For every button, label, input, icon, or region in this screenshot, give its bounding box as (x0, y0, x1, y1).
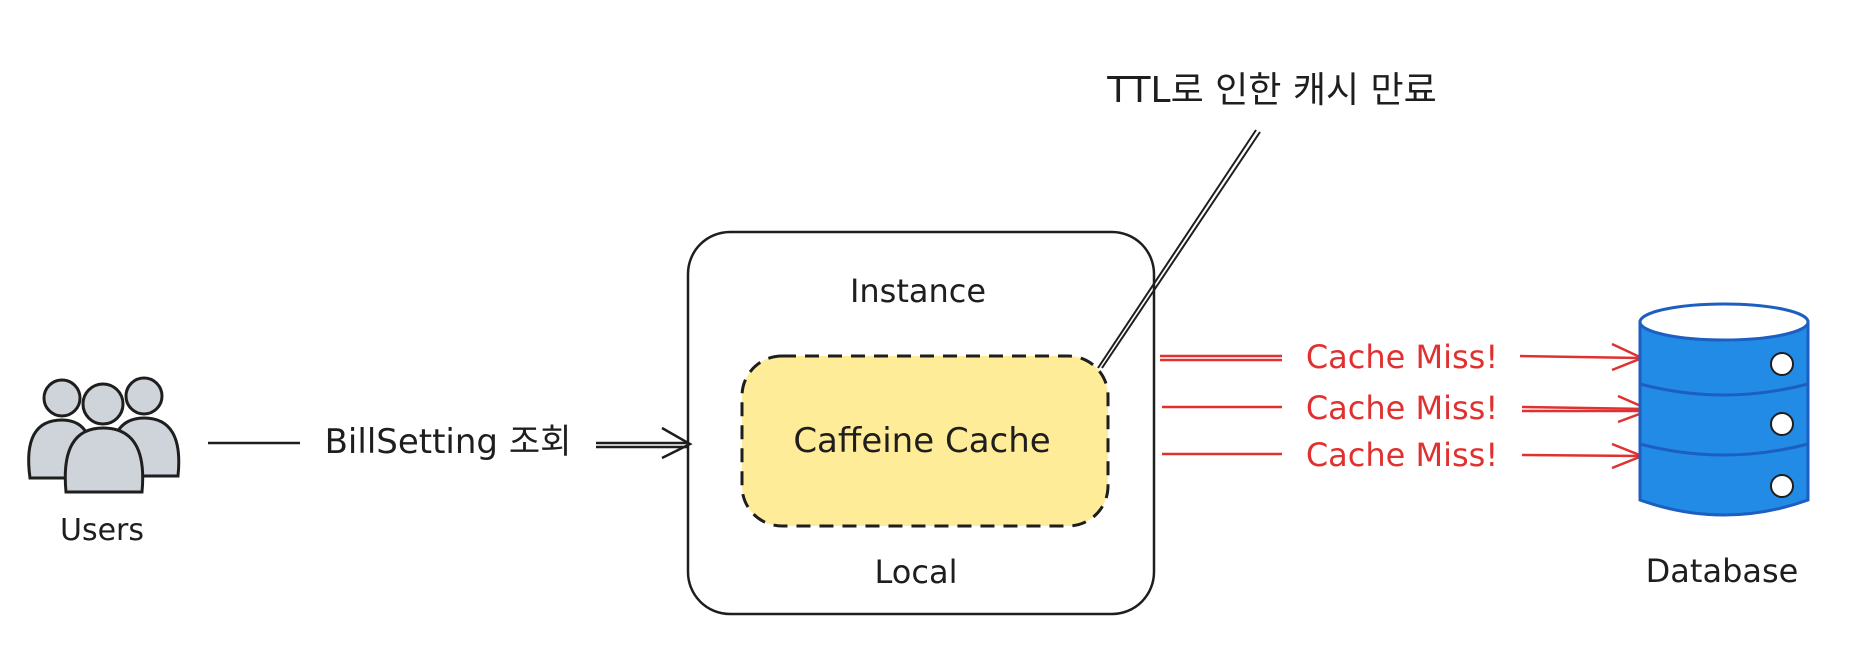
cache-miss-arrows (1160, 342, 1654, 470)
caffeine-cache-label: Caffeine Cache (793, 421, 1050, 461)
cache-miss-label-3: Cache Miss! (1306, 436, 1498, 474)
instance-footer: Local (875, 553, 958, 591)
ttl-annotation: TTL로 인한 캐시 만료 (1106, 70, 1437, 111)
instance-title: Instance (850, 272, 986, 310)
caffeine-cache-box (740, 354, 1110, 528)
users-label: Users (60, 513, 144, 548)
request-label: BillSetting 조회 (325, 422, 572, 462)
instance-box (686, 230, 1156, 616)
ttl-pointer-line (1097, 129, 1261, 369)
request-arrow (208, 426, 693, 460)
users-icon (27, 376, 181, 494)
database-icon (1638, 302, 1810, 517)
cache-miss-label-1: Cache Miss! (1306, 338, 1498, 376)
cache-miss-label-2: Cache Miss! (1306, 389, 1498, 427)
database-label: Database (1646, 552, 1799, 590)
